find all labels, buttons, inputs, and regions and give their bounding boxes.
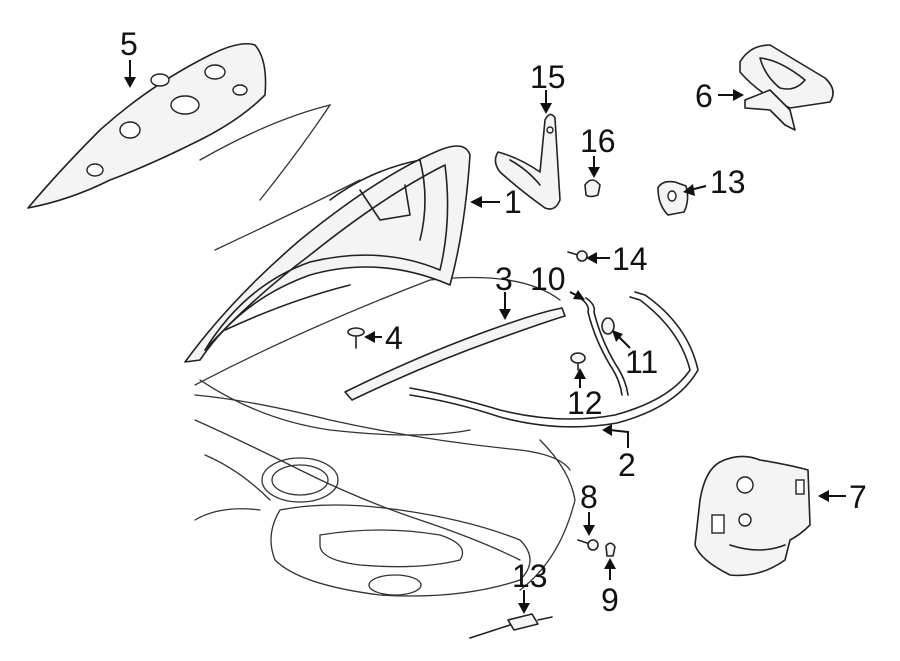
hood-part (184, 145, 471, 363)
hood-bumper-stop (657, 180, 689, 216)
callout-label-10: 10 (530, 261, 566, 297)
callout-label-1: 1 (504, 184, 522, 220)
hood-release-handle (739, 44, 834, 131)
hood-latch (694, 455, 811, 577)
callout-3: 3 (495, 261, 513, 320)
callout-13-bumper: 13 (683, 164, 746, 200)
callout-4: 4 (364, 320, 403, 356)
callout-8: 8 (580, 479, 598, 536)
vehicle-body (194, 103, 576, 597)
fastener-8 (577, 539, 599, 551)
callout-label-12: 12 (567, 385, 603, 421)
callout-label-5: 5 (120, 26, 138, 62)
rear-weatherstrip (344, 307, 566, 401)
callout-label-9: 9 (601, 582, 619, 618)
callout-5: 5 (120, 26, 138, 88)
callout-11: 11 (612, 330, 658, 380)
callout-label-4: 4 (385, 320, 403, 356)
callout-label-8: 8 (580, 479, 598, 515)
fastener-14 (567, 250, 588, 262)
callout-label-2: 2 (618, 447, 636, 483)
fastener-11 (601, 317, 615, 335)
callout-9: 9 (601, 558, 619, 618)
callout-7: 7 (818, 479, 867, 515)
fastener-12 (570, 352, 586, 371)
fastener-4 (347, 327, 365, 349)
callouts: 1 2 3 4 5 6 (120, 26, 867, 618)
callout-label-15: 15 (530, 59, 566, 95)
callout-10: 10 (530, 261, 585, 300)
callout-2: 2 (602, 424, 636, 483)
callout-6: 6 (695, 78, 744, 114)
fastener-9 (605, 542, 616, 557)
callout-12: 12 (567, 368, 603, 421)
callout-1: 1 (470, 184, 522, 220)
release-cable-13 (469, 613, 553, 639)
callout-16: 16 (580, 123, 616, 178)
callout-label-6: 6 (695, 78, 713, 114)
callout-13-cable: 13 (512, 558, 548, 614)
fastener-16 (584, 179, 601, 198)
callout-label-11: 11 (625, 344, 658, 380)
callout-label-3: 3 (495, 261, 513, 297)
callout-15: 15 (530, 59, 566, 114)
callout-label-13-cable: 13 (512, 558, 548, 594)
callout-label-7: 7 (849, 479, 867, 515)
hood-seal (409, 291, 699, 428)
hood-hinge (494, 113, 561, 210)
hood-insulator-pad (27, 42, 267, 209)
callout-14: 14 (586, 241, 648, 277)
callout-label-14: 14 (612, 241, 648, 277)
callout-label-13-bumper: 13 (710, 164, 746, 200)
callout-label-16: 16 (580, 123, 616, 159)
prop-rod (579, 297, 629, 396)
